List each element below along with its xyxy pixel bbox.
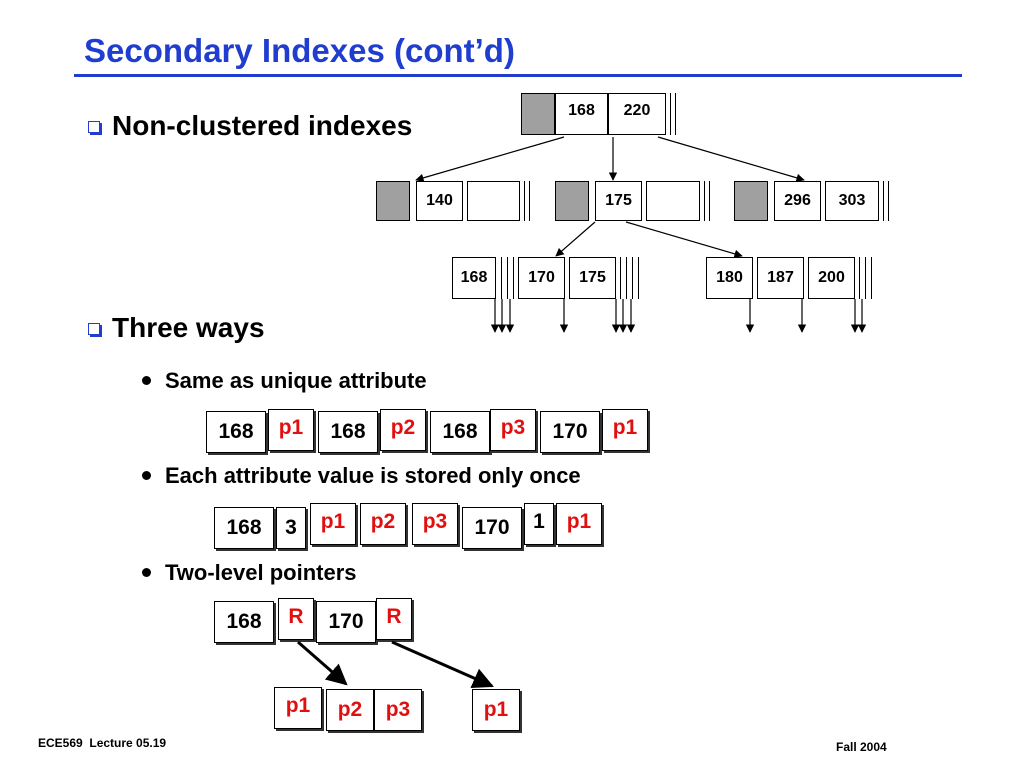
dot-bullet-icon bbox=[142, 471, 151, 480]
dot-bullet-icon bbox=[142, 568, 151, 577]
two-level-pointer-arrow bbox=[391, 640, 494, 688]
bullet-text: Same as unique attribute bbox=[165, 368, 427, 393]
node-divider bbox=[507, 257, 508, 299]
record-pointer-cell: R bbox=[376, 598, 412, 640]
node-divider bbox=[638, 257, 639, 299]
empty-key bbox=[467, 181, 520, 221]
shaded-cell bbox=[555, 181, 589, 221]
bullet-way1: Same as unique attribute bbox=[142, 368, 427, 394]
shaded-cell bbox=[376, 181, 410, 221]
node-divider bbox=[888, 181, 889, 221]
title-underline bbox=[74, 74, 962, 77]
tree-key: 220 bbox=[608, 93, 666, 135]
attribute-value-cell: 170 bbox=[540, 411, 600, 453]
attribute-value-cell: 168 bbox=[214, 507, 274, 549]
pointer-cell: p1 bbox=[556, 503, 602, 545]
tree-key: 187 bbox=[757, 257, 804, 299]
node-divider bbox=[883, 181, 884, 221]
attribute-value-cell: 168 bbox=[430, 411, 490, 453]
tree-edge bbox=[415, 136, 565, 182]
bullet-text: Three ways bbox=[112, 312, 265, 343]
node-divider bbox=[620, 257, 621, 299]
tree-key: 175 bbox=[595, 181, 642, 221]
pointer-cell: p3 bbox=[490, 409, 536, 451]
square-bullet-icon bbox=[88, 323, 100, 335]
pointer-cell: p1 bbox=[268, 409, 314, 451]
tree-key: 175 bbox=[569, 257, 616, 299]
shaded-cell bbox=[521, 93, 555, 135]
dot-bullet-icon bbox=[142, 376, 151, 385]
node-divider bbox=[501, 257, 502, 299]
node-divider bbox=[675, 93, 676, 135]
pointer-cell: p1 bbox=[472, 689, 520, 731]
node-divider bbox=[524, 181, 525, 221]
node-divider bbox=[632, 257, 633, 299]
node-divider bbox=[709, 181, 710, 221]
bullet-text: Each attribute value is stored only once bbox=[165, 463, 581, 488]
slide-title: Secondary Indexes (cont’d) bbox=[84, 32, 515, 69]
attribute-value-cell: 168 bbox=[214, 601, 274, 643]
tree-key: 168 bbox=[555, 93, 608, 135]
attribute-value-cell: 170 bbox=[462, 507, 522, 549]
footer-lecture: ECE569 Lecture 05.19 bbox=[38, 736, 167, 750]
bullet-three-ways: Three ways bbox=[88, 312, 265, 344]
pointer-cell: p1 bbox=[274, 687, 322, 729]
tree-key: 303 bbox=[825, 181, 879, 221]
bullet-way3: Two-level pointers bbox=[142, 560, 357, 586]
tree-key: 200 bbox=[808, 257, 855, 299]
attribute-value-cell: 170 bbox=[316, 601, 376, 643]
bullet-way2: Each attribute value is stored only once bbox=[142, 463, 581, 489]
tree-key: 168 bbox=[452, 257, 496, 299]
pointer-cell: p2 bbox=[360, 503, 406, 545]
pointer-cell: p3 bbox=[412, 503, 458, 545]
node-divider bbox=[871, 257, 872, 299]
attribute-value-cell: 168 bbox=[318, 411, 378, 453]
node-divider bbox=[859, 257, 860, 299]
tree-edge bbox=[555, 221, 596, 257]
node-divider bbox=[626, 257, 627, 299]
empty-key bbox=[646, 181, 700, 221]
pointer-cell: p1 bbox=[602, 409, 648, 451]
tree-key: 180 bbox=[706, 257, 753, 299]
bullet-text: Two-level pointers bbox=[165, 560, 357, 585]
attribute-value-cell: 168 bbox=[206, 411, 266, 453]
tree-key: 140 bbox=[416, 181, 463, 221]
square-bullet-icon bbox=[88, 121, 100, 133]
shaded-cell bbox=[734, 181, 768, 221]
tree-key: 170 bbox=[518, 257, 565, 299]
count-cell: 1 bbox=[524, 503, 554, 545]
node-divider bbox=[513, 257, 514, 299]
node-divider bbox=[529, 181, 530, 221]
node-divider bbox=[670, 93, 671, 135]
count-cell: 3 bbox=[276, 507, 306, 549]
pointer-cell: p1 bbox=[310, 503, 356, 545]
node-divider bbox=[704, 181, 705, 221]
footer-term: Fall 2004 bbox=[836, 740, 887, 754]
two-level-pointer-arrow bbox=[297, 640, 348, 686]
pointer-cell: p3 bbox=[374, 689, 422, 731]
tree-edge bbox=[657, 136, 805, 182]
pointer-cell: p2 bbox=[326, 689, 374, 731]
tree-edge bbox=[625, 221, 743, 258]
record-pointer-cell: R bbox=[278, 598, 314, 640]
node-divider bbox=[865, 257, 866, 299]
bullet-nonclustered: Non-clustered indexes bbox=[88, 110, 412, 142]
bullet-text: Non-clustered indexes bbox=[112, 110, 413, 141]
pointer-cell: p2 bbox=[380, 409, 426, 451]
